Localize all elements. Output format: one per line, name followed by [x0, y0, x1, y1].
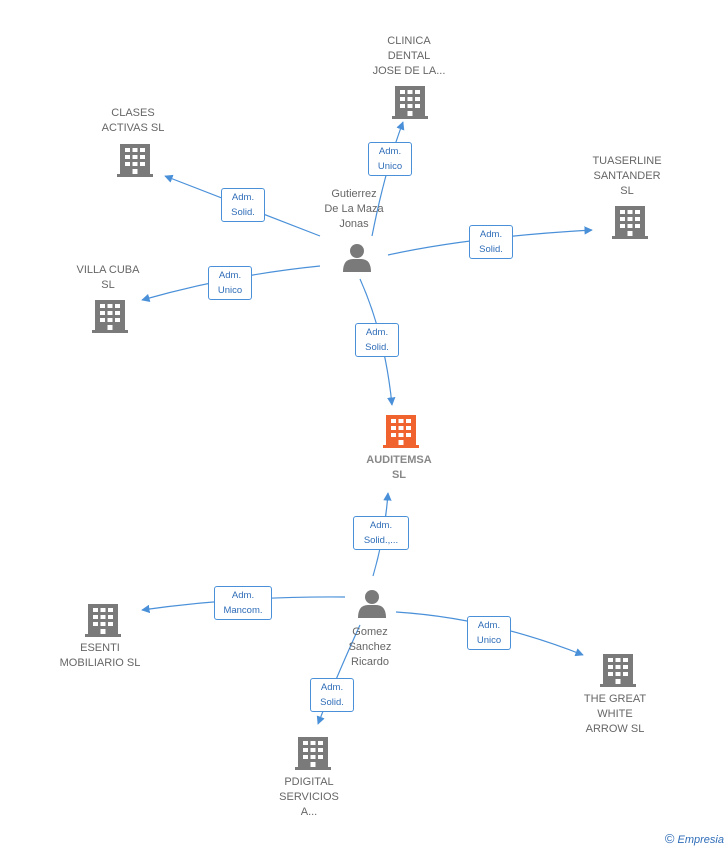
person-icon	[358, 590, 386, 618]
person-label-gutierrez[interactable]: Gutierrez De La Maza Jonas	[324, 188, 384, 230]
edge-gomez-pdigital	[316, 624, 361, 725]
building-icon	[600, 654, 636, 687]
role-badge: Adm. Solid.	[221, 188, 265, 222]
building-icon	[295, 737, 331, 770]
company-label-auditemsa[interactable]: AUDITEMSA SL	[366, 454, 432, 481]
company-label-pdigital[interactable]: PDIGITAL SERVICIOS A...	[279, 776, 339, 818]
role-badge: Adm. Solid.	[310, 678, 354, 712]
building-icon	[612, 206, 648, 239]
role-badge: Adm. Unico	[208, 266, 252, 300]
copyright-symbol: ©	[664, 831, 675, 846]
person-label-gomez[interactable]: Gomez Sanchez Ricardo	[348, 626, 392, 668]
copyright-notice: © Empresia	[665, 831, 724, 846]
company-label-villa[interactable]: VILLA CUBA SL	[76, 264, 140, 291]
role-badge: Adm. Solid.	[355, 323, 399, 357]
person-icon	[343, 244, 371, 272]
company-label-clases[interactable]: CLASES ACTIVAS SL	[101, 107, 165, 134]
role-badge: Adm. Unico	[467, 616, 511, 650]
building-icon	[392, 86, 428, 119]
company-label-clinica[interactable]: CLINICA DENTAL JOSE DE LA...	[372, 35, 446, 77]
building-icon-focus	[383, 415, 419, 448]
role-badge: Adm. Solid.,...	[353, 516, 409, 550]
building-icon	[85, 604, 121, 637]
company-label-esenti[interactable]: ESENTI MOBILIARIO SL	[59, 642, 141, 669]
brand-name[interactable]: Empresia	[677, 834, 724, 846]
role-badge: Adm. Unico	[368, 142, 412, 176]
building-icon	[117, 144, 153, 177]
role-badge: Adm. Solid.	[469, 225, 513, 259]
company-label-tuaserline[interactable]: TUASERLINE SANTANDER SL	[592, 155, 662, 197]
role-badge: Adm. Mancom.	[214, 586, 272, 620]
company-label-great[interactable]: THE GREAT WHITE ARROW SL	[583, 693, 647, 735]
building-icon	[92, 300, 128, 333]
